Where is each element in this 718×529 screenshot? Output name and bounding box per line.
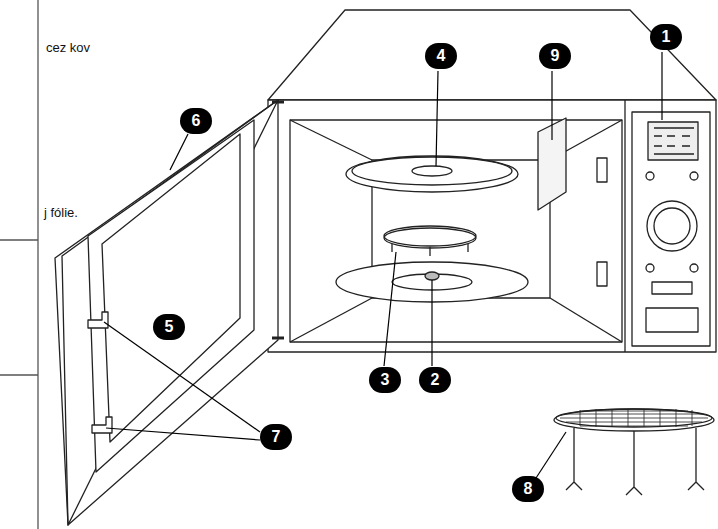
callout-number: 5 [153, 314, 185, 340]
callout-number: 9 [539, 43, 571, 69]
callout-number: 3 [369, 367, 401, 393]
callout-number: 7 [260, 424, 292, 450]
page-text-fragment: cez kov [46, 40, 90, 56]
callout-number: 4 [425, 43, 457, 69]
callout-number: 2 [419, 367, 451, 393]
page-text-fragment: j fólie. [44, 205, 78, 221]
callout-number: 6 [180, 108, 212, 134]
callout-number: 1 [650, 24, 682, 50]
callout-number: 8 [512, 476, 544, 502]
